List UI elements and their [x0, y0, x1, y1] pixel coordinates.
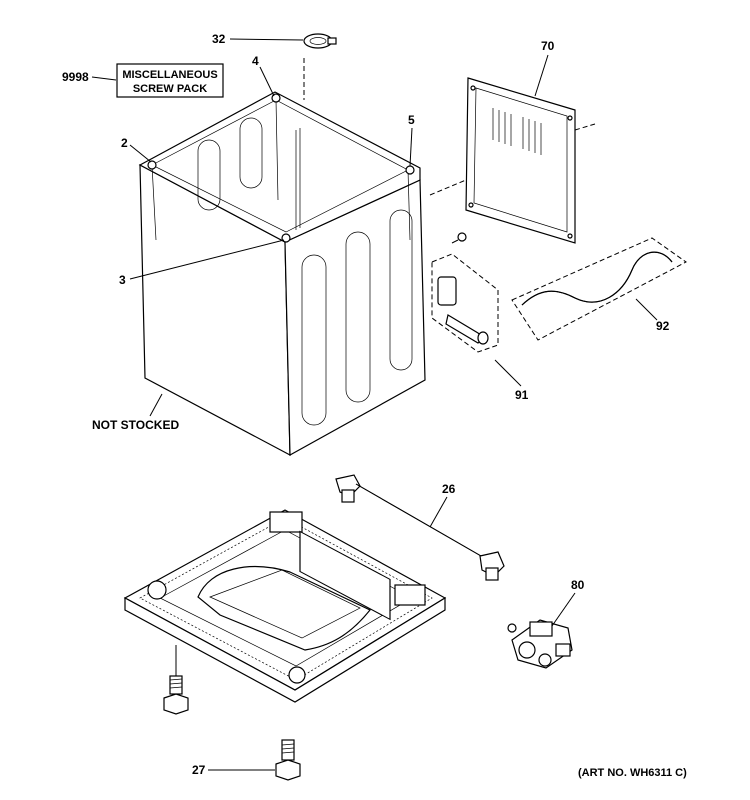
callout-92-label: 92: [656, 319, 670, 333]
callout-5[interactable]: 5: [408, 113, 415, 167]
callout-27[interactable]: 27: [192, 763, 275, 777]
callout-32-label: 32: [212, 32, 226, 46]
callout-91-label: 91: [515, 388, 529, 402]
wire-harness: [335, 474, 505, 581]
not-stocked-label: NOT STOCKED: [92, 418, 179, 432]
callout-9998[interactable]: 9998: [62, 70, 117, 84]
rear-access-panel: [429, 77, 596, 244]
callout-9998-label: 9998: [62, 70, 89, 84]
callout-3[interactable]: 3: [119, 239, 285, 287]
washer-cabinet: [138, 58, 426, 457]
leveling-leg-front: [163, 645, 189, 715]
screw-pack-label-line1: MISCELLANEOUS: [122, 69, 217, 81]
callout-80-label: 80: [571, 578, 585, 592]
callout-2-label: 2: [121, 136, 128, 150]
callout-92[interactable]: 92: [635, 298, 670, 333]
callout-70-label: 70: [541, 39, 555, 53]
callout-5-label: 5: [408, 113, 415, 127]
callout-70[interactable]: 70: [534, 39, 555, 97]
callout-4-label: 4: [252, 54, 259, 68]
drain-hose: [511, 237, 687, 341]
callout-3-label: 3: [119, 273, 126, 287]
screw-pack-label-line2: SCREW PACK: [133, 83, 207, 95]
water-inlet-valve: [507, 619, 573, 669]
callout-27-label: 27: [192, 763, 206, 777]
callout-91[interactable]: 91: [494, 359, 529, 402]
callout-26-label: 26: [442, 482, 456, 496]
callout-80[interactable]: 80: [551, 578, 585, 627]
callout-26[interactable]: 26: [429, 482, 456, 528]
callout-2[interactable]: 2: [121, 136, 152, 163]
leveling-leg-rear: [275, 739, 301, 781]
drain-pump-assembly: [431, 253, 499, 353]
hose-clamp-part: [303, 33, 337, 49]
callout-32[interactable]: 32: [212, 32, 304, 46]
art-number: (ART NO. WH6311 C): [578, 767, 687, 779]
washer-base-frame: [123, 509, 447, 703]
not-stocked-note: NOT STOCKED: [92, 393, 179, 432]
screw-pack-box: MISCELLANEOUS SCREW PACK: [116, 63, 224, 98]
retaining-clip: [451, 232, 467, 244]
callout-4[interactable]: 4: [252, 54, 275, 97]
